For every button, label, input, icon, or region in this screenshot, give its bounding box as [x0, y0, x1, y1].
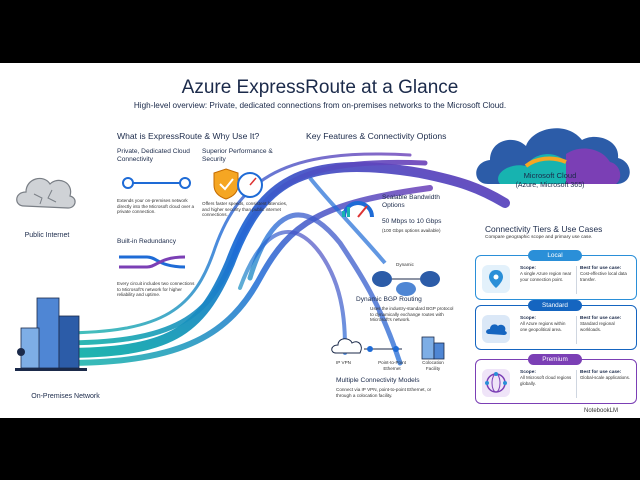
key-features-heading: Key Features & Connectivity Options — [306, 131, 447, 141]
private-connectivity-body: Extends your on-premises network directl… — [117, 198, 195, 215]
scope-value: All Azure regions within one geopolitica… — [520, 321, 566, 332]
dual-connection-icon — [119, 255, 186, 269]
tier-name-standard: Standard — [528, 300, 582, 311]
page-title: Azure ExpressRoute at a Glance — [181, 77, 459, 98]
scope-label: Scope: — [520, 370, 536, 375]
tier-name-premium: Premium — [528, 354, 582, 365]
bgp-routers-icon — [372, 271, 440, 296]
tier-name-local: Local — [528, 250, 582, 261]
performance-security-body: Offers faster speeds, consistent latenci… — [202, 201, 288, 218]
bandwidth-note: (100 Gbps options available) — [382, 228, 441, 233]
storm-cloud-icon — [16, 177, 76, 209]
what-is-heading: What is ExpressRoute & Why Use It? — [117, 131, 260, 141]
best-for-value: Standard regional workloads. — [580, 321, 615, 332]
tier-card-local: Local Scope:A single Azure region near y… — [475, 250, 637, 300]
shield-speedometer-icon — [213, 168, 263, 200]
tiers-heading: Connectivity Tiers & Use Cases — [485, 224, 603, 234]
point-to-point-label: Point-to-Point Ethernet — [378, 360, 406, 371]
best-for-label: Best for use case: — [580, 370, 622, 375]
location-pin-icon — [482, 265, 510, 293]
performance-security-title: Superior Performance & Security — [202, 148, 273, 163]
best-for-label: Best for use case: — [580, 316, 622, 321]
microsoft-cloud-sub: (Azure, Microsoft 365) — [515, 182, 585, 189]
bgp-routing-body: Uses the industry-standard BGP protocol … — [370, 306, 454, 323]
microsoft-cloud-title: Microsoft Cloud — [523, 171, 577, 180]
best-for-value: Cost-effective local data transfer. — [580, 271, 627, 282]
scope-label: Scope: — [520, 266, 536, 271]
bandwidth-title: Scalable Bandwidth Options — [382, 194, 440, 209]
microsoft-cloud-icon — [476, 128, 630, 184]
bandwidth-gauge-icon — [342, 201, 374, 218]
redundancy-title: Built-in Redundancy — [117, 238, 177, 245]
connection-flow-graphic — [55, 152, 510, 366]
notebooklm-watermark: NotebookLM — [584, 408, 619, 414]
on-premises-label: On-Premises Network — [31, 393, 100, 400]
bgp-routing-title: Dynamic BGP Routing — [356, 296, 422, 303]
office-buildings-icon — [15, 297, 87, 371]
colocation-label: Colocation Facility — [422, 360, 444, 371]
tier-card-standard: Standard Scope:All Azure regions within … — [475, 300, 637, 350]
chain-link-icon — [122, 177, 191, 189]
public-internet-label: Public Internet — [24, 232, 70, 239]
bandwidth-value: 50 Mbps to 10 Gbps — [382, 218, 442, 225]
scope-value: A single Azure region near your connecti… — [520, 271, 572, 282]
best-for-label: Best for use case: — [580, 266, 622, 271]
ip-vpn-label: IP VPN — [336, 360, 351, 365]
globe-network-icon — [482, 369, 510, 397]
page-subtitle: High-level overview: Private, dedicated … — [133, 101, 507, 110]
region-cloud-icon — [482, 315, 510, 343]
infographic-slide: Azure ExpressRoute at a Glance High-leve… — [0, 63, 640, 418]
tiers-subheading: Compare geographic scope and primary use… — [485, 235, 593, 240]
dynamic-label: Dynamic — [396, 262, 414, 267]
scope-value: All Microsoft cloud regions globally. — [520, 375, 572, 386]
best-for-value: Global-scale applications. — [580, 375, 631, 380]
redundancy-body: Every circuit includes two connections t… — [117, 281, 195, 298]
connectivity-models-icon — [331, 336, 445, 360]
scope-label: Scope: — [520, 316, 536, 321]
private-connectivity-title: Private, Dedicated Cloud Connectivity — [117, 148, 190, 163]
tier-card-premium: Premium Scope:All Microsoft cloud region… — [475, 354, 637, 404]
connectivity-models-body: Connect via IP VPN, point-to-point Ether… — [336, 387, 432, 398]
connectivity-models-title: Multiple Connectivity Models — [336, 377, 420, 384]
